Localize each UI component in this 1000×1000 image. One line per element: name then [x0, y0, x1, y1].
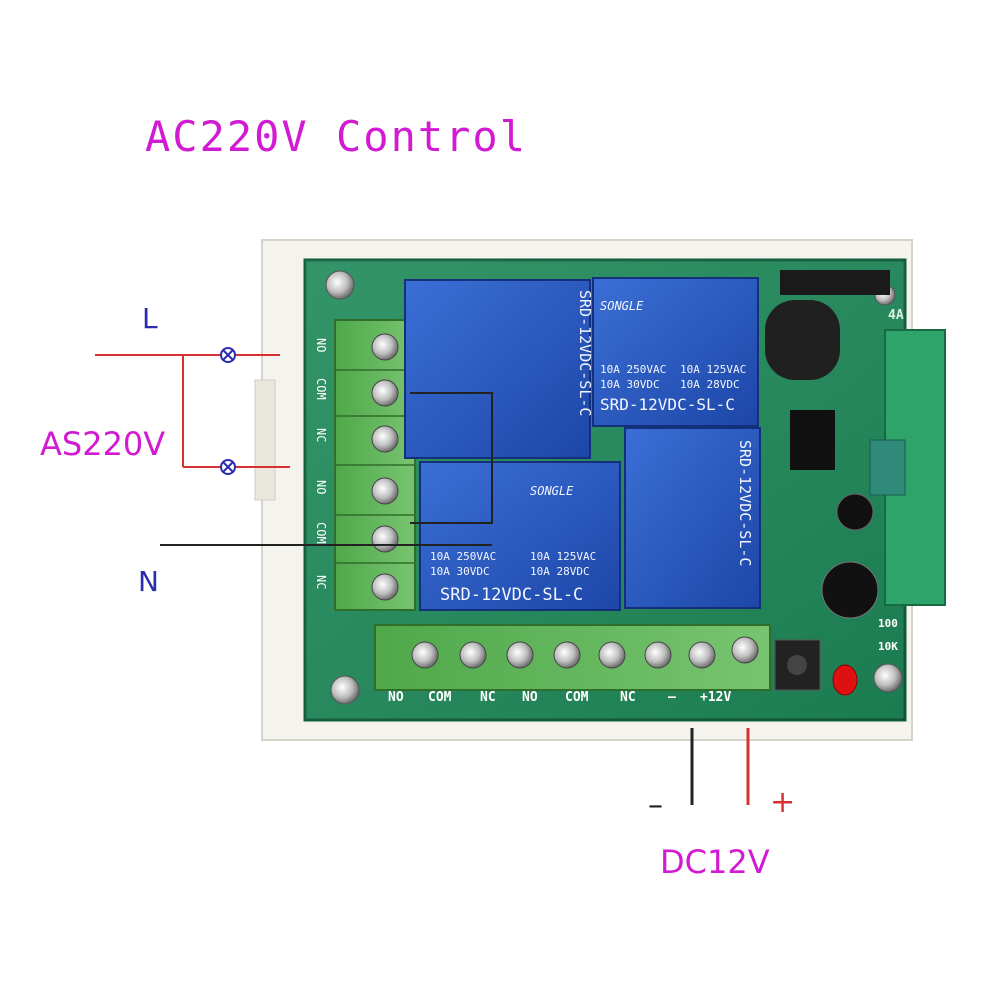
mount-screw-bl: [330, 675, 360, 705]
terminal-label-b2: COM: [428, 690, 452, 705]
led-red: [832, 664, 858, 696]
svg-text:SRD-12VDC-SL-C: SRD-12VDC-SL-C: [600, 395, 735, 414]
svg-text:SRD-12VDC-SL-C: SRD-12VDC-SL-C: [736, 440, 754, 566]
terminal-label-b6: NC: [620, 690, 636, 705]
component-label-4a: 4A: [888, 308, 904, 323]
enclosure-tab-left: [254, 379, 276, 501]
capacitor-large: [821, 561, 879, 619]
svg-text:SRD-12VDC-SL-C: SRD-12VDC-SL-C: [576, 290, 594, 416]
component-label-10k: 10K: [878, 640, 898, 653]
diagram-title: AC220V Control: [145, 112, 528, 161]
bottom-terminal-screws: [411, 636, 759, 669]
node-bottom: [220, 459, 236, 475]
relay-4: SRD-12VDC-SL-C: [624, 427, 761, 609]
label-line: L: [142, 302, 158, 335]
svg-text:SONGLE: SONGLE: [530, 484, 574, 498]
svg-text:10A 125VAC: 10A 125VAC: [530, 550, 596, 563]
label-dc-voltage: DC12V: [660, 843, 770, 881]
relay-2: SONGLE 10A 250VAC 10A 125VAC 10A 30VDC 1…: [592, 277, 759, 427]
label-dc-plus: +: [770, 785, 796, 820]
svg-text:10A 28VDC: 10A 28VDC: [530, 565, 590, 578]
terminal-label-l3: NC: [314, 428, 328, 443]
terminal-label-b4: NO: [522, 690, 538, 705]
node-top: [220, 347, 236, 363]
terminal-label-b8: +12V: [700, 690, 732, 705]
mount-screw-br: [873, 663, 903, 693]
svg-text:10A 28VDC: 10A 28VDC: [680, 378, 740, 391]
terminal-label-l1: NO: [314, 338, 328, 353]
svg-text:10A 30VDC: 10A 30VDC: [430, 565, 490, 578]
antenna-coil: [765, 300, 840, 380]
svg-text:SRD-12VDC-SL-C: SRD-12VDC-SL-C: [440, 585, 583, 605]
terminal-label-b5: COM: [565, 690, 589, 705]
terminal-label-l5: COM: [314, 522, 328, 544]
capacitor-small: [836, 493, 874, 531]
inductor: [869, 439, 906, 496]
terminal-label-b7: –: [668, 690, 676, 705]
relay-1: SRD-12VDC-SL-C: [404, 279, 594, 459]
terminal-label-b1: NO: [388, 690, 404, 705]
terminal-label-l2: COM: [314, 378, 328, 400]
wire-com-link: [410, 392, 493, 524]
terminal-label-b3: NC: [480, 690, 496, 705]
label-dc-minus: –: [648, 788, 663, 823]
left-terminal-screws: [371, 333, 399, 601]
svg-text:10A 250VAC: 10A 250VAC: [430, 550, 496, 563]
svg-text:SONGLE: SONGLE: [600, 299, 644, 313]
jumper-header: [780, 270, 890, 295]
svg-text:10A 125VAC: 10A 125VAC: [680, 363, 746, 376]
terminal-label-l6: NC: [314, 575, 328, 590]
svg-text:10A 250VAC: 10A 250VAC: [600, 363, 666, 376]
label-ac-source: AS220V: [40, 425, 166, 463]
svg-text:10A 30VDC: 10A 30VDC: [600, 378, 660, 391]
mount-screw-tl: [325, 270, 355, 300]
label-neutral: N: [138, 565, 159, 598]
component-label-100: 100: [878, 617, 898, 630]
relay-3: SONGLE 10A 250VAC 10A 125VAC 10A 30VDC 1…: [419, 461, 621, 611]
ic-chip: [790, 410, 835, 470]
terminal-label-l4: NO: [314, 480, 328, 495]
